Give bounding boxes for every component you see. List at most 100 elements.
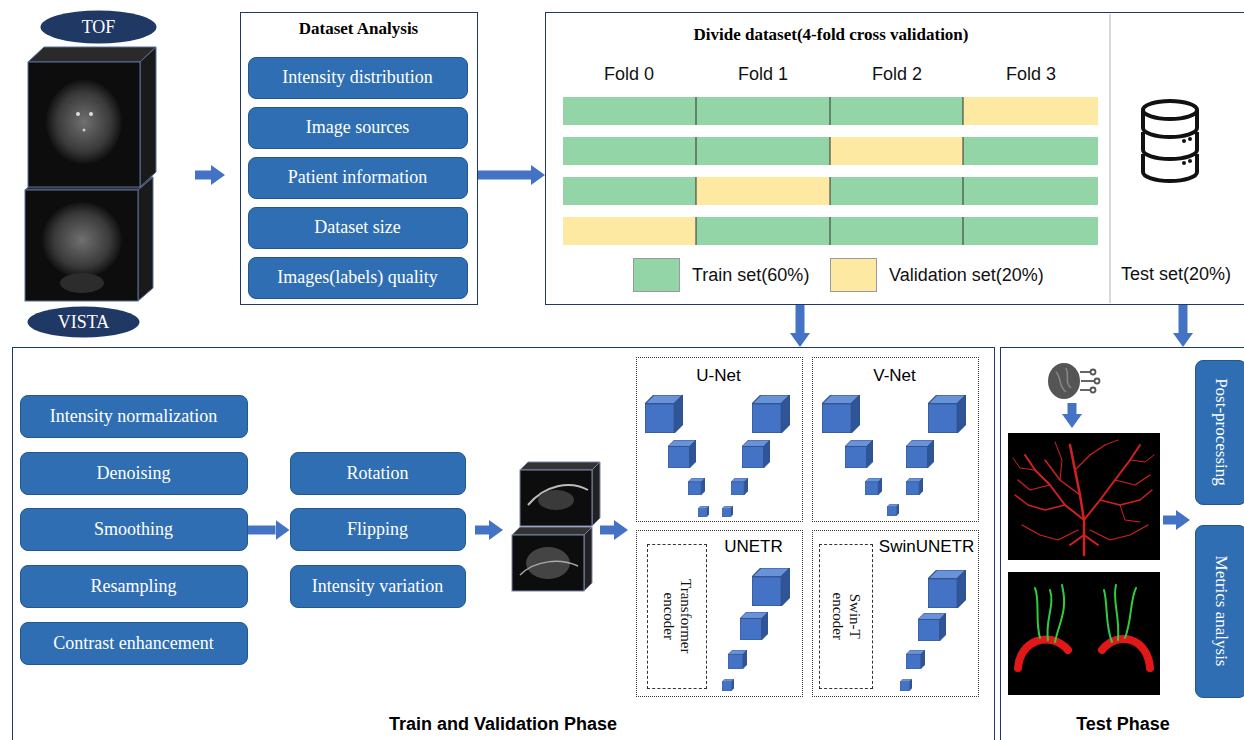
vessel-segmentation xyxy=(1022,525,1078,540)
fold-bars xyxy=(830,137,831,165)
model-panel: U-Net xyxy=(636,357,803,522)
step-label: Intensity variation xyxy=(312,576,443,597)
model-icon xyxy=(1080,389,1090,391)
fold-bars xyxy=(830,137,963,165)
layout-arrow xyxy=(600,526,614,535)
tof-volume xyxy=(28,47,156,62)
artery-segmentation xyxy=(1018,640,1068,668)
model-icon xyxy=(1048,363,1080,399)
model-icon xyxy=(1056,368,1071,392)
encoder-box: Transformer encoder xyxy=(647,544,707,689)
network-blocks xyxy=(742,440,770,468)
label-holder: Fold 3 xyxy=(961,64,1101,85)
network-blocks xyxy=(728,650,747,669)
artery-segmentation xyxy=(1115,585,1118,640)
separator-line xyxy=(1109,14,1111,303)
vessel-segmentation xyxy=(1075,445,1105,470)
step-label: Patient information xyxy=(288,167,427,188)
artery-segmentation xyxy=(1018,639,1150,668)
step-label: Intensity distribution xyxy=(282,67,433,88)
process-box: Intensity variation xyxy=(290,565,466,608)
artery-segmentation xyxy=(1047,590,1051,640)
network-blocks xyxy=(740,612,768,640)
model-panel: V-Net xyxy=(812,357,979,522)
fold-label: Fold 3 xyxy=(961,64,1101,85)
network-blocks xyxy=(918,613,946,641)
tof-volume xyxy=(83,129,86,132)
panel-title: Test Phase xyxy=(1001,714,1244,735)
vessel-segmentation xyxy=(1045,460,1080,495)
model-name: SwinUNETR xyxy=(877,537,977,557)
fold-bars xyxy=(963,97,964,125)
vessel-segmentation xyxy=(1084,445,1140,520)
network-blocks xyxy=(668,440,696,468)
step-label: Metrics analysis xyxy=(1211,531,1231,691)
augmented-volumes xyxy=(538,490,574,510)
fold-bars xyxy=(563,177,696,205)
vessel-segmentation xyxy=(1100,490,1152,505)
fold-bars xyxy=(563,137,830,165)
model-name: V-Net xyxy=(813,366,977,386)
vessel-segmentation xyxy=(1008,433,1160,560)
vessel-segmentation xyxy=(1008,433,1160,560)
artery-segmentation xyxy=(1104,590,1112,642)
fold-bars xyxy=(696,217,1098,245)
network-blocks xyxy=(752,395,790,433)
database-icon xyxy=(1143,110,1197,137)
augmented-volumes xyxy=(520,561,578,575)
fold-bars xyxy=(963,97,1098,125)
process-box: Flipping xyxy=(290,508,466,551)
vessel-segmentation xyxy=(1015,495,1065,510)
legend-item: Validation set(20%) xyxy=(830,258,1044,292)
process-box: Intensity normalization xyxy=(20,395,248,438)
model-icon xyxy=(1080,371,1090,373)
database-icon xyxy=(1188,137,1192,141)
modality-label: TOF xyxy=(82,17,116,38)
model-name: UNETR xyxy=(707,537,801,557)
vessel-segmentation xyxy=(1018,480,1050,490)
network-blocks xyxy=(688,478,705,495)
model-name: U-Net xyxy=(637,366,801,386)
process-box: Rotation xyxy=(290,452,466,495)
legend-text: Train set(60%) xyxy=(692,265,809,286)
database-icon xyxy=(1143,101,1197,119)
artery-segmentation xyxy=(1125,588,1136,638)
model-panel: SwinUNETRSwin-T encoder xyxy=(812,530,979,697)
process-box: Post-processing xyxy=(1195,360,1244,505)
step-label: Post-processing xyxy=(1211,365,1231,500)
network-blocks xyxy=(906,650,925,669)
process-box: Dataset size xyxy=(248,207,468,249)
fold-bars xyxy=(830,97,831,125)
layout-arrow xyxy=(1163,516,1176,525)
network-blocks xyxy=(698,506,709,517)
vessel-segmentation xyxy=(1115,475,1150,485)
test-set-label: Test set(20%) xyxy=(1106,264,1244,285)
augmented-volumes xyxy=(584,527,592,591)
panel-title: Train and Validation Phase xyxy=(13,714,993,735)
model-icon xyxy=(1048,363,1100,399)
vessel-segmentation xyxy=(1025,455,1084,520)
fold-bars xyxy=(696,97,697,125)
process-box: Contrast enhancement xyxy=(20,622,248,665)
database-icon xyxy=(1188,159,1192,163)
process-box: Metrics analysis xyxy=(1195,525,1244,698)
model-icon xyxy=(1091,388,1096,393)
augmented-volumes xyxy=(592,462,600,526)
fold-bars xyxy=(963,177,964,205)
modality-tag: VISTA xyxy=(27,306,140,338)
fold-label: Fold 0 xyxy=(559,64,699,85)
vessel-segmentation xyxy=(1090,525,1148,540)
database-icon xyxy=(1143,101,1197,181)
fold-bars xyxy=(696,217,697,245)
process-box: Intensity distribution xyxy=(248,57,468,99)
phase-panel: Train and Validation Phase Intensity norm… xyxy=(12,347,995,740)
network-blocks xyxy=(928,570,966,608)
network-blocks xyxy=(731,478,748,495)
tof-volume xyxy=(28,62,140,187)
tof-volume xyxy=(76,112,80,116)
vista-volume xyxy=(25,177,153,301)
database-icon xyxy=(1182,139,1186,143)
augmented-volumes xyxy=(520,470,592,526)
network-blocks xyxy=(900,679,912,691)
artery-segmentation xyxy=(1035,588,1040,638)
